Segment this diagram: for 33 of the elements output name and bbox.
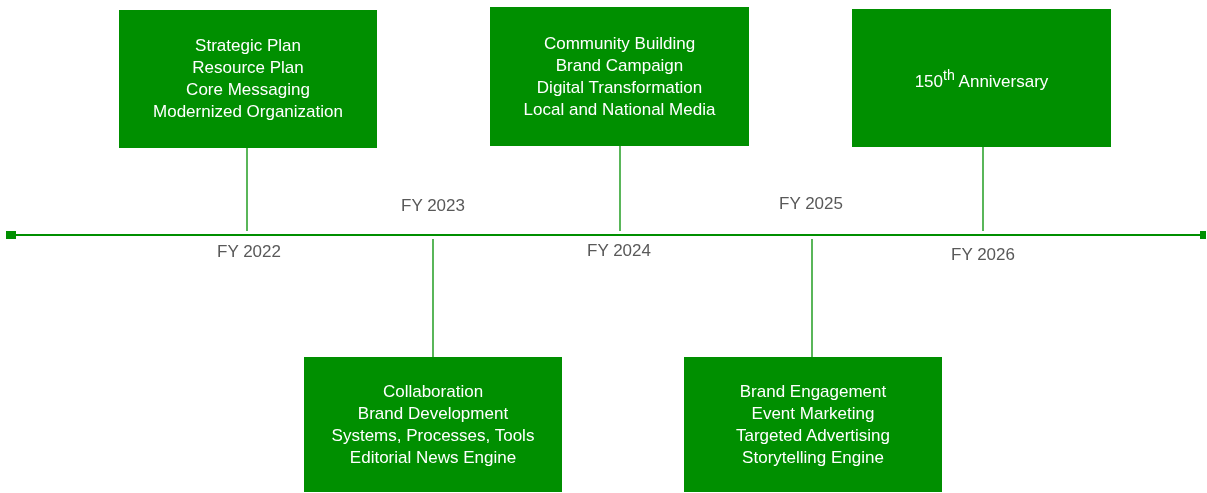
milestone-box [852, 9, 1111, 147]
connector-line [246, 147, 248, 232]
milestone-box [119, 10, 377, 148]
milestone-item: Editorial News Engine [349, 446, 517, 469]
milestone-item: Modernized Organization [153, 101, 343, 123]
milestone-item: Community Building [543, 32, 696, 55]
year-label: FY 2022 [217, 242, 281, 262]
connector-line [432, 238, 434, 358]
connector-line [811, 238, 813, 358]
milestone-item: Resource Plan [192, 57, 304, 79]
milestone-item: Collaboration [382, 380, 484, 403]
milestone-item: Brand Campaign [555, 54, 684, 77]
milestone-box [304, 357, 562, 492]
milestone-box [490, 7, 749, 146]
milestone-item: Brand Development [357, 402, 509, 425]
year-label: FY 2024 [587, 241, 651, 261]
milestone-item: Core Messaging [186, 79, 310, 101]
year-label: FY 2023 [401, 196, 465, 216]
timeline-axis [6, 231, 1206, 239]
connector-line [982, 146, 984, 232]
milestone-box [684, 357, 942, 492]
milestone-item: Digital Transformation [536, 76, 703, 99]
milestone-item: 150$^{th}$ Anniversary [914, 65, 1049, 93]
milestone-item: Systems, Processes, Tools [331, 424, 535, 447]
milestone-item: Targeted Advertising [735, 424, 890, 447]
connector-line [619, 145, 621, 232]
milestone-item: Strategic Plan [195, 35, 301, 57]
milestone-item: Brand Engagement [739, 380, 887, 403]
milestone-item: Event Marketing [751, 402, 875, 425]
milestone-item: Storytelling Engine [742, 446, 884, 469]
year-label: FY 2026 [951, 245, 1015, 265]
year-label: FY 2025 [779, 194, 843, 214]
milestone-item: Local and National Media [523, 98, 716, 121]
